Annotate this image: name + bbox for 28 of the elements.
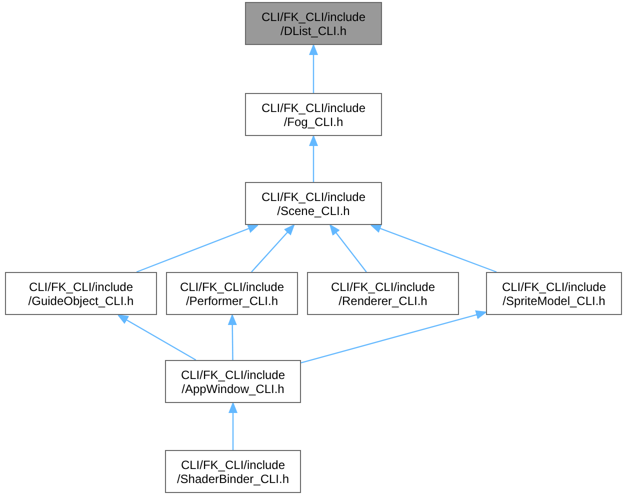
file-path: CLI/FK_CLI/include /SpriteModel_CLI.h xyxy=(500,280,608,308)
file-box xyxy=(5,272,157,315)
file-path: CLI/FK_CLI/include /AppWindow_CLI.h xyxy=(180,368,286,396)
arrow xyxy=(228,314,237,360)
arrow xyxy=(330,224,367,272)
arrow xyxy=(251,224,295,272)
file-path: CLI/FK_CLI/include /Renderer_CLI.h xyxy=(330,280,436,308)
arrow xyxy=(370,224,497,273)
file-path: CLI/FK_CLI/include /DList_CLI.h xyxy=(260,10,367,38)
file-box xyxy=(486,272,622,315)
file-path: CLI/FK_CLI/include /ShaderBinder_CLI.h xyxy=(176,458,290,486)
file-box xyxy=(165,450,301,493)
file-path: CLI/FK_CLI/include /GuideObject_CLI.h xyxy=(27,280,135,308)
file-box xyxy=(245,2,382,45)
arrow xyxy=(118,314,196,361)
file-box xyxy=(245,93,382,136)
file-path: CLI/FK_CLI/include /Scene_CLI.h xyxy=(260,190,367,218)
file-box xyxy=(166,272,298,315)
arrow xyxy=(309,136,318,182)
arrow xyxy=(228,402,238,450)
file-box xyxy=(165,360,301,403)
file-box xyxy=(307,272,459,315)
file-box xyxy=(245,182,382,225)
arrow xyxy=(300,310,486,364)
arrow xyxy=(136,224,258,273)
file-path: CLI/FK_CLI/include /Fog_CLI.h xyxy=(260,100,367,128)
file-path: CLI/FK_CLI/include /Performer_CLI.h xyxy=(178,280,286,308)
arrow xyxy=(309,44,318,93)
